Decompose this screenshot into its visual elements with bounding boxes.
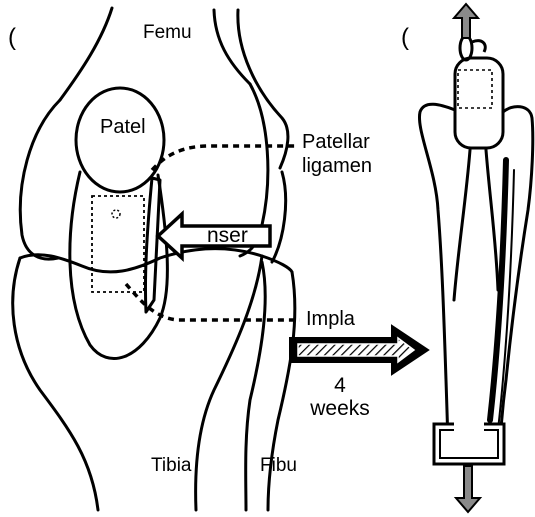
femur-shaft-right <box>214 10 250 84</box>
insert-label: nser <box>207 225 248 246</box>
panel-b-marker: ( <box>401 26 409 50</box>
specimen-ligament-line-2 <box>486 150 498 290</box>
implant-label: Impla <box>306 309 355 329</box>
patella-label: Patel <box>100 117 146 137</box>
specimen-patella-block <box>455 58 503 148</box>
time-label: 4 weeks <box>300 374 380 420</box>
specimen-illustration <box>419 58 532 450</box>
top-pull-arrow <box>454 4 478 38</box>
bottom-pull-arrow <box>456 466 480 512</box>
tibia-shaft-left <box>13 258 98 510</box>
patellar-ligament-label-line1: Patellar <box>302 130 372 154</box>
tibia-shaft-right <box>196 256 262 510</box>
bottom-clamp <box>434 420 504 464</box>
time-value: 4 <box>300 374 380 397</box>
patellar-ligament-label-line2: ligamen <box>302 154 372 178</box>
specimen-body-outline <box>419 104 532 450</box>
femur-shaft-left <box>60 8 112 100</box>
patellar-ligament-leader <box>152 146 296 170</box>
panel-a-marker: ( <box>8 26 16 50</box>
lateral-outline-lower <box>272 172 286 262</box>
specimen-ligament-line-1 <box>454 150 470 300</box>
patellar-ligament-label: Patellar ligamen <box>302 130 372 178</box>
femur-condyle-left <box>20 100 60 259</box>
top-clamp <box>460 36 485 60</box>
fibula-label: Fibu <box>260 456 297 475</box>
femur-label: Femu <box>143 23 192 42</box>
tibia-label: Tibia <box>151 456 191 475</box>
knee-illustration <box>13 8 295 510</box>
patellar-ligament <box>70 172 168 359</box>
implant-screw-hole <box>112 210 120 218</box>
implant-slot <box>145 178 160 312</box>
patella-shape <box>76 88 164 192</box>
specimen-implant-outline <box>458 70 492 108</box>
time-unit: weeks <box>300 397 380 420</box>
